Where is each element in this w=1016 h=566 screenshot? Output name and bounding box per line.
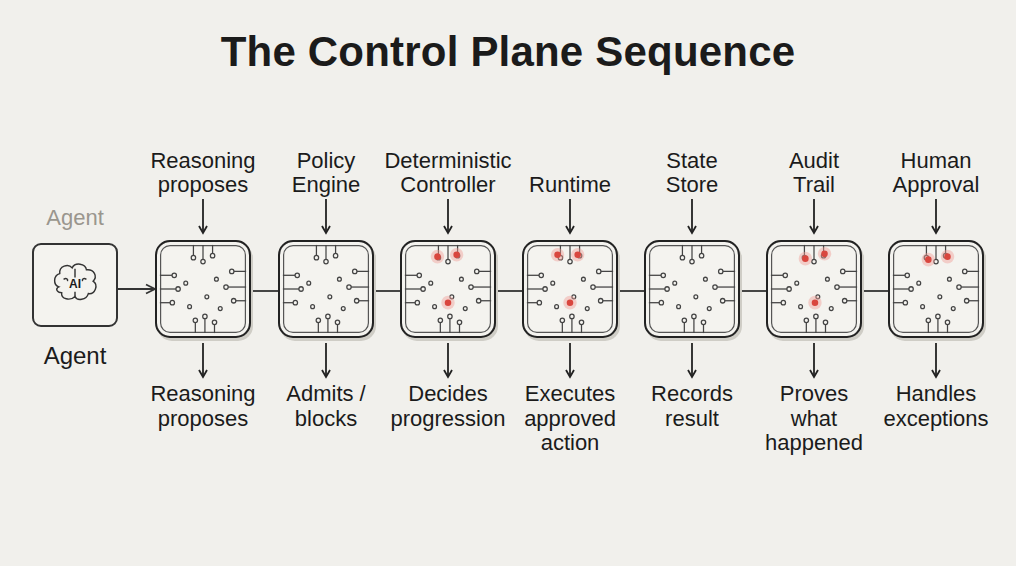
circuit-traces — [157, 242, 249, 336]
stage-name: State Store — [666, 149, 719, 198]
connector — [251, 290, 278, 292]
diagram-title: The Control Plane Sequence — [0, 28, 1016, 76]
chip-box: RuntimeExecutes approved action — [522, 240, 618, 338]
chip-box: Policy EngineAdmits / blocks — [278, 240, 374, 338]
stage-name: Runtime — [529, 173, 611, 198]
connector — [740, 290, 766, 292]
stage-name: Human Approval — [893, 149, 980, 198]
stage-role: Handles exceptions — [877, 382, 995, 431]
circuit-traces — [646, 242, 738, 336]
stage-name: Deterministic Controller — [384, 149, 511, 198]
connector — [618, 290, 644, 292]
agent-label: Agent — [46, 206, 104, 231]
circuit-traces — [402, 242, 494, 336]
chip-box: State StoreRecords result — [644, 240, 740, 338]
stage-role: Reasoning proposes — [144, 382, 262, 431]
connector — [374, 290, 400, 292]
stage-role: Decides progression — [389, 382, 507, 431]
stage-name: Policy Engine — [292, 149, 361, 198]
circuit-traces — [524, 242, 616, 336]
stage-name: Reasoning proposes — [150, 149, 255, 198]
stage-role: Records result — [633, 382, 751, 431]
icon-label: AI — [69, 278, 81, 291]
chip-box: Audit TrailProves what happened — [766, 240, 862, 338]
connector — [496, 290, 522, 292]
agent-label: Agent — [44, 343, 107, 370]
connector — [862, 290, 888, 292]
chip-box: Deterministic ControllerDecides progress… — [400, 240, 496, 338]
agent-box: AgentAIAgent — [32, 243, 118, 327]
circuit-traces — [280, 242, 372, 336]
connector — [118, 288, 155, 290]
chip-box: Human ApprovalHandles exceptions — [888, 240, 984, 338]
chip-box: Reasoning proposesReasoning proposes — [155, 240, 251, 338]
stage-role: Executes approved action — [511, 382, 629, 456]
circuit-traces — [890, 242, 982, 336]
circuit-traces — [768, 242, 860, 336]
stage-role: Proves what happened — [755, 382, 873, 456]
stage-role: Admits / blocks — [267, 382, 385, 431]
stage-name: Audit Trail — [789, 149, 839, 198]
